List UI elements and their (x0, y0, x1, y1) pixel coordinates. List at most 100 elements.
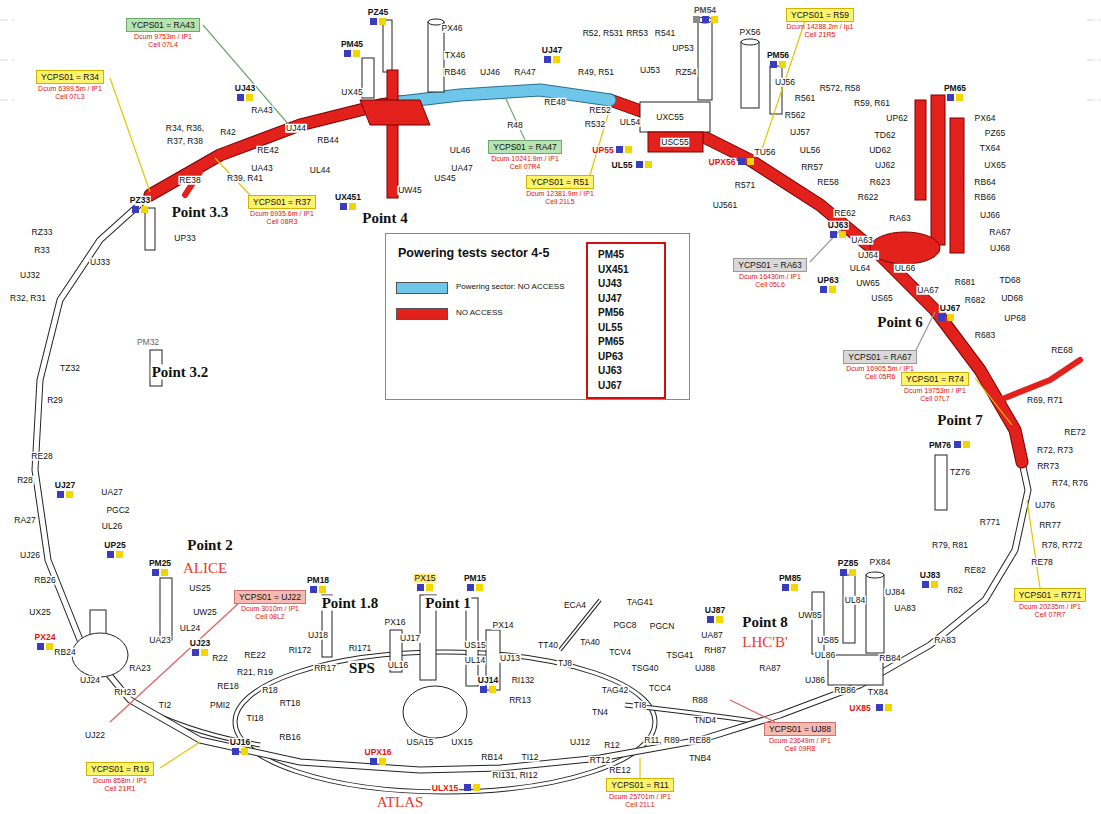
tunnel-label: UA27 (100, 488, 123, 497)
point-label: Point 4 (361, 211, 408, 226)
tunnel-label: RA67 (988, 228, 1011, 237)
tunnel-label: RB86 (833, 686, 856, 695)
tunnel-label: TD62 (874, 131, 897, 140)
cavern-label: UPX56 (708, 158, 737, 167)
shafts (935, 455, 947, 510)
tunnel-label: R12 (603, 741, 621, 750)
shafts (145, 208, 155, 250)
callout-code: YCPS01 = RA63 (738, 260, 802, 270)
tunnel-label: US15 (463, 641, 486, 650)
tunnel-label: PX64 (974, 114, 997, 123)
shafts (428, 22, 444, 92)
tunnel-label: UL66 (894, 264, 916, 273)
tunnel-label: RE58 (816, 178, 839, 187)
access-squares (370, 758, 386, 765)
tunnel-label: TI18 (245, 714, 264, 723)
tunnel-label: TI12 (520, 753, 539, 762)
callout-position: Dcum 19753m / IP1 Cell 07L7 (900, 387, 970, 403)
leader-lines (730, 700, 775, 722)
tunnel-label: UJ57 (789, 128, 811, 137)
slide-edge (0, 60, 14, 61)
access-squares (370, 18, 386, 25)
shafts (866, 575, 884, 653)
slide-edge (1087, 20, 1101, 21)
tunnel-label: PX56 (739, 28, 762, 37)
shafts (72, 633, 128, 677)
tunnel-label: UJ88 (694, 664, 716, 673)
shafts (741, 39, 759, 45)
tunnel-label: PX14 (492, 621, 515, 630)
tunnel-label: R28 (16, 476, 34, 485)
tunnel-label: R78, R772 (1041, 541, 1084, 550)
shaft-label: PM56 (766, 51, 790, 60)
tunnel-label: RB24 (53, 648, 76, 657)
tunnel-label: RR57 (800, 163, 824, 172)
callout-code: YCPS01 = R771 (1019, 590, 1082, 600)
tunnel-label: UP62 (885, 114, 908, 123)
tunnel-label: RR77 (1038, 521, 1062, 530)
tunnel-label: UJ84 (884, 588, 906, 597)
access-point-name: UJ47 (588, 292, 664, 307)
slide-edge (0, 20, 14, 21)
tunnel-label: RB14 (480, 753, 503, 762)
access-squares (616, 146, 632, 153)
tunnel-label: UA63 (850, 236, 873, 245)
tunnel-label: R79, R81 (931, 541, 969, 550)
tunnel-label: UL44 (309, 166, 331, 175)
tunnel-label: UJ13 (499, 654, 521, 663)
lhc-tunnel (35, 90, 1028, 770)
legend-swatch (396, 308, 448, 320)
tunnel-label: RA63 (888, 214, 911, 223)
tunnel-label: TD68 (999, 276, 1022, 285)
shafts (72, 17, 947, 738)
tunnel-label: RE38 (178, 176, 201, 185)
callout-code: YCPS01 = R11 (611, 780, 668, 790)
tunnel-label: RR17 (313, 664, 337, 673)
callout-box: YCPS01 = R11Dcum 25701m / IP1 Cell 21L1 (606, 778, 673, 792)
tunnel-label: RE28 (30, 452, 53, 461)
shaft-label: UJ67 (939, 304, 961, 313)
transfer-lines (150, 600, 760, 745)
tunnel-label: PX46 (441, 24, 464, 33)
tunnel-label: TT40 (537, 641, 559, 650)
shaft-label: PZ33 (129, 196, 151, 205)
tunnel-label: PGC2 (105, 506, 130, 515)
access-squares (107, 551, 123, 558)
leader-lines (203, 25, 290, 126)
access-squares (636, 161, 652, 168)
shaft-label: PM18 (306, 576, 330, 585)
tunnel-label: RE78 (1030, 558, 1053, 567)
tunnel-label: UJ22 (84, 731, 106, 740)
tunnel-label: US45 (433, 174, 456, 183)
tunnel-label: PGC8 (612, 621, 637, 630)
tunnel-label: UL46 (449, 146, 471, 155)
slide-edge (1087, 60, 1101, 61)
tunnel-label: TX84 (867, 688, 889, 697)
shaft-label: UJ23 (189, 639, 211, 648)
tunnel-label: RB66 (973, 193, 996, 202)
callout-box: YCPS01 = RA47Dcum 10241.9m / IP1 Cell 07… (488, 140, 562, 154)
shafts (362, 58, 374, 98)
access-squares (467, 584, 483, 591)
shaft-label: UJ63 (827, 221, 849, 230)
shaft-label: PM25 (148, 559, 172, 568)
tunnel-label: R571 (734, 181, 756, 190)
tunnel-label: UJ17 (399, 634, 421, 643)
tunnel-label: TCC4 (648, 684, 672, 693)
legend-title: Powering tests sector 4-5 (398, 247, 549, 261)
tunnel-label: PX84 (869, 558, 892, 567)
leader-lines (160, 742, 200, 768)
shaft-label: PM54 (693, 6, 717, 15)
experiment-label: LHC'B' (741, 635, 788, 650)
tunnel-label: UJ86 (804, 676, 826, 685)
point-label: Point 3.3 (171, 205, 230, 220)
callout-code: YCPS01 = UJ88 (769, 724, 831, 734)
callout-position: Dcum 25701m / IP1 Cell 21L1 (605, 793, 675, 809)
tunnel-label: R22 (211, 654, 229, 663)
tunnel-label: R37, R38 (166, 137, 204, 146)
tunnel-label: TND4 (693, 716, 717, 725)
tunnel-label: R623 (869, 178, 891, 187)
tunnel-label: UJ62 (874, 161, 896, 170)
point-label: Point 1 (424, 596, 471, 611)
shafts (698, 20, 712, 100)
